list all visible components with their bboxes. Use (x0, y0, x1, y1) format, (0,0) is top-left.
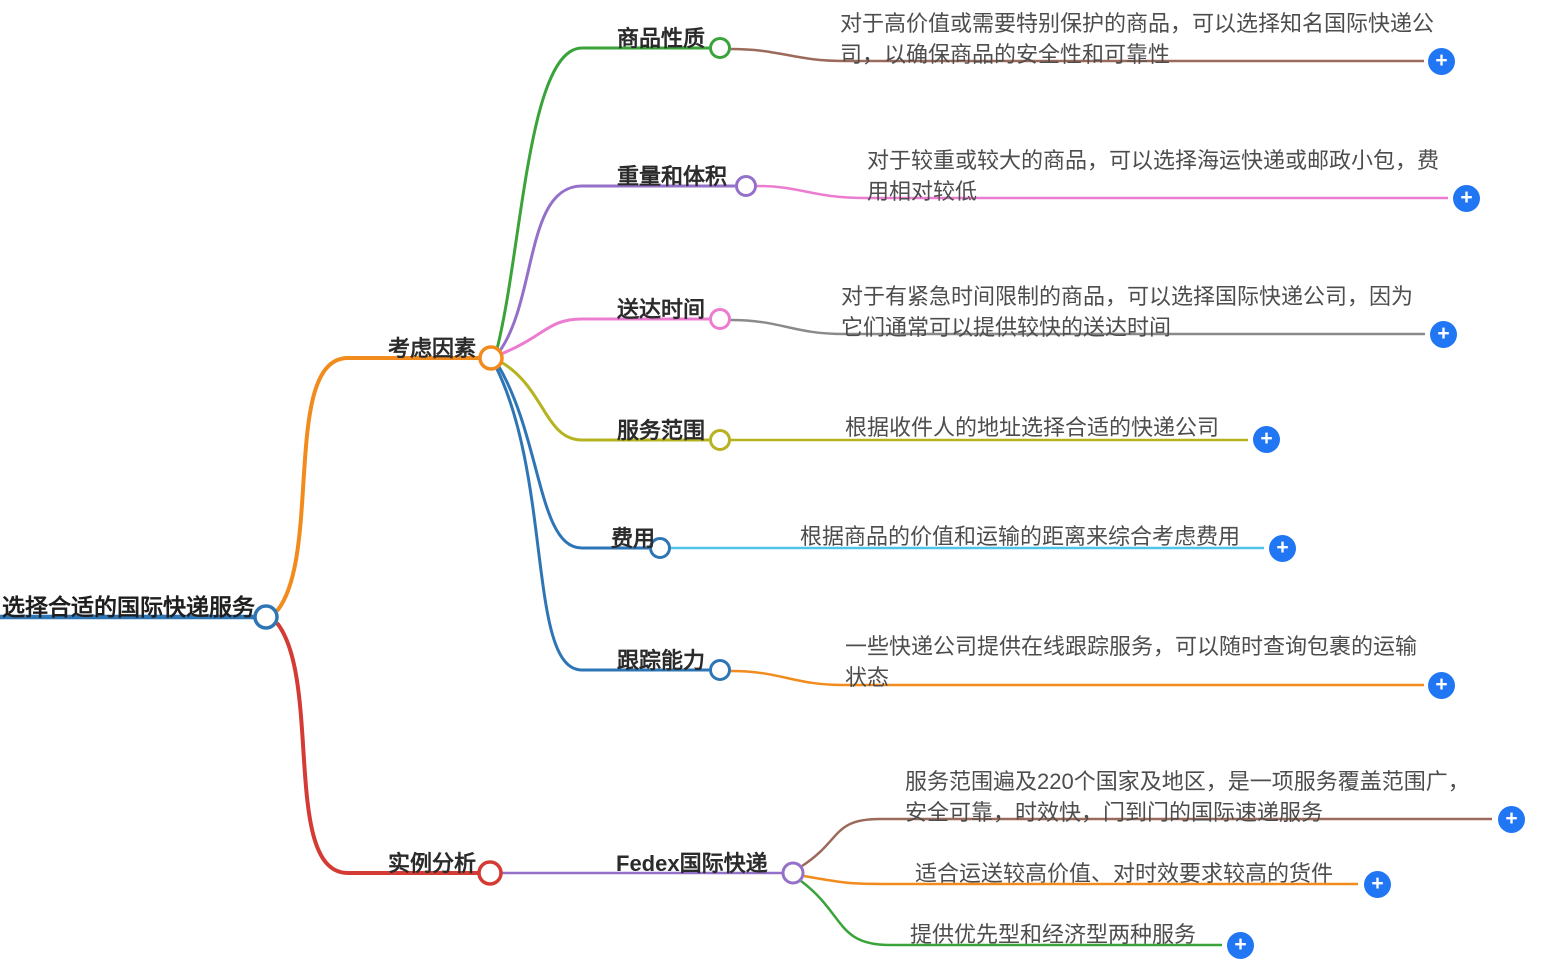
fedex-note1-line (801, 817, 1492, 868)
fedex-note2-line (803, 874, 1358, 886)
connector-root-to-example (275, 621, 349, 875)
add-child-button-fedex-note2[interactable]: + (1364, 871, 1391, 898)
add-child-button-weight-volume[interactable]: + (1453, 185, 1480, 212)
weight-volume-note[interactable]: 对于较重或较大的商品，可以选择海运快递或邮政小包，费用相对较低 (867, 148, 1440, 205)
goods-nature-node-circle[interactable] (709, 37, 731, 59)
plus-icon: + (1371, 872, 1384, 895)
service-scope-note[interactable]: 根据收件人的地址选择合适的快递公司 (845, 415, 1220, 440)
connector-to-weight-volume (497, 184, 583, 353)
add-child-button-fedex-note1[interactable]: + (1498, 806, 1525, 833)
connector-to-goods-nature (495, 46, 583, 350)
add-child-button-cost[interactable]: + (1269, 535, 1296, 562)
add-child-button-service-scope[interactable]: + (1253, 426, 1280, 453)
weight-volume-label[interactable]: 重量和体积 (617, 164, 728, 189)
fedex-note-1[interactable]: 服务范围遍及220个国家及地区，是一项服务覆盖范围广，安全可靠，时效快，门到门的… (905, 769, 1470, 826)
connector-root-to-considering (275, 356, 349, 613)
root-node-circle[interactable] (253, 604, 279, 630)
plus-icon: + (1460, 186, 1473, 209)
tracking-node-circle[interactable] (709, 659, 731, 681)
add-child-button-goods-nature[interactable]: + (1428, 48, 1455, 75)
goods-nature-note[interactable]: 对于高价值或需要特别保护的商品，可以选择知名国际快递公司，以确保商品的安全性和可… (840, 11, 1435, 68)
service-scope-node-circle[interactable] (709, 429, 731, 451)
delivery-time-note-line (729, 318, 1425, 336)
add-child-button-fedex-note3[interactable]: + (1227, 932, 1254, 959)
fedex-note-2[interactable]: 适合运送较高价值、对时效要求较高的货件 (915, 861, 1334, 886)
considering-node-label[interactable]: 考虑因素 (388, 336, 477, 361)
fedex-note3-line (800, 880, 1222, 947)
connector-to-delivery-time (500, 317, 583, 356)
fedex-node-circle[interactable] (781, 861, 805, 885)
delivery-time-note[interactable]: 对于有紧急时间限制的商品，可以选择国际快递公司，因为它们通常可以提供较快的送达时… (841, 284, 1414, 341)
goods-nature-note-line (729, 47, 1424, 63)
plus-icon: + (1260, 427, 1273, 450)
connector-to-service-scope (500, 360, 583, 442)
connector-to-tracking (494, 366, 583, 672)
weight-volume-note-line (756, 184, 1448, 200)
tracking-note-line (729, 669, 1424, 687)
connector-to-cost (496, 364, 583, 550)
plus-icon: + (1437, 322, 1450, 345)
cost-label[interactable]: 费用 (611, 526, 656, 551)
root-node-label[interactable]: 选择合适的国际快递服务 (2, 594, 255, 620)
tracking-label[interactable]: 跟踪能力 (617, 648, 706, 673)
example-node-label[interactable]: 实例分析 (388, 851, 477, 876)
plus-icon: + (1435, 49, 1448, 72)
plus-icon: + (1234, 933, 1247, 956)
delivery-time-label[interactable]: 送达时间 (617, 297, 706, 322)
tracking-note[interactable]: 一些快递公司提供在线跟踪服务，可以随时查询包裹的运输状态 (845, 634, 1418, 691)
example-node-circle[interactable] (477, 860, 503, 886)
cost-node-circle[interactable] (649, 537, 671, 559)
service-scope-label[interactable]: 服务范围 (617, 418, 706, 443)
considering-node-circle[interactable] (478, 345, 504, 371)
fedex-node-label[interactable]: Fedex国际快递 (616, 851, 768, 876)
plus-icon: + (1435, 673, 1448, 696)
add-child-button-tracking[interactable]: + (1428, 672, 1455, 699)
cost-note[interactable]: 根据商品的价值和运输的距离来综合考虑费用 (800, 524, 1241, 549)
plus-icon: + (1505, 807, 1518, 830)
plus-icon: + (1276, 536, 1289, 559)
goods-nature-label[interactable]: 商品性质 (617, 26, 706, 51)
delivery-time-node-circle[interactable] (709, 308, 731, 330)
add-child-button-delivery-time[interactable]: + (1430, 321, 1457, 348)
fedex-note-3[interactable]: 提供优先型和经济型两种服务 (910, 922, 1197, 947)
weight-volume-node-circle[interactable] (735, 175, 757, 197)
